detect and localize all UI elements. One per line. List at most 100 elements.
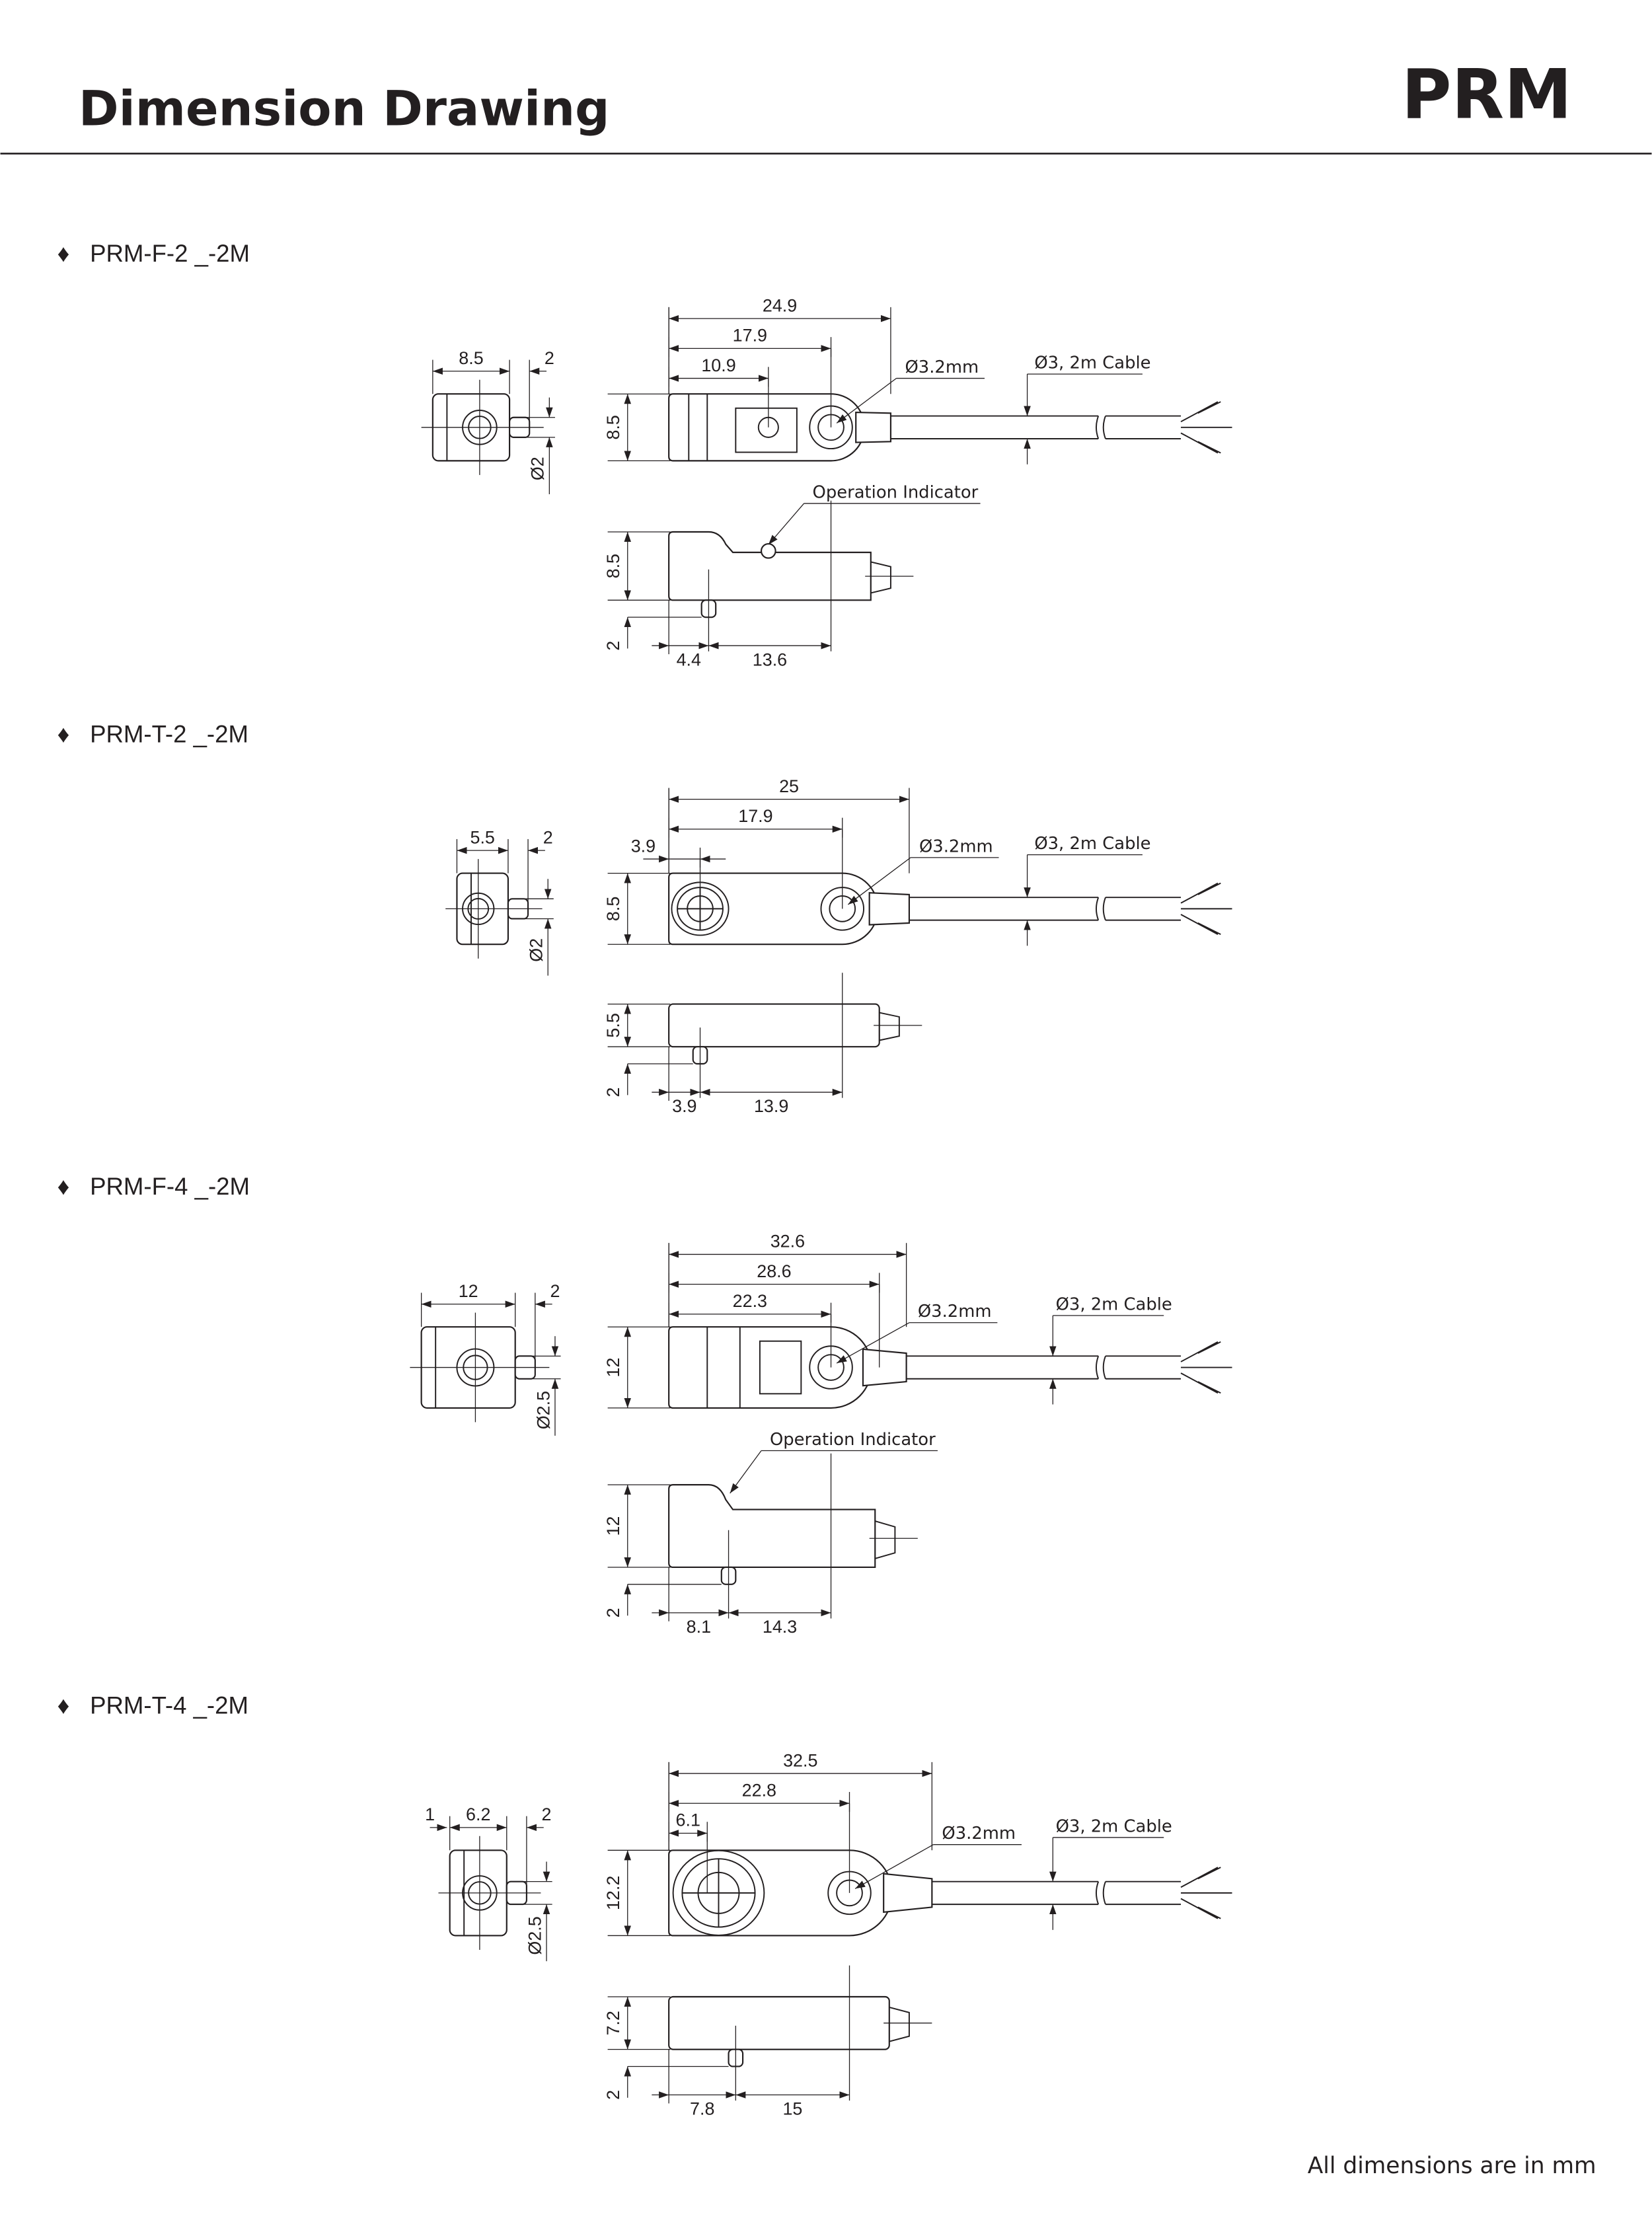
- sensor-body: [668, 393, 866, 462]
- dimension-value: Ø2: [527, 938, 546, 962]
- dimension-value: 2: [544, 348, 554, 368]
- side-body: [668, 1995, 890, 2050]
- bullet-diamond-icon: ♦: [57, 1173, 70, 1200]
- cable: [932, 1880, 1182, 1906]
- cable-wires: [1180, 401, 1232, 454]
- dimension-value: 17.9: [738, 806, 772, 826]
- dimension-value: 12: [459, 1281, 478, 1301]
- dimension-value: 14.3: [763, 1617, 797, 1637]
- indicator-window: [735, 407, 798, 453]
- side-body: [668, 531, 872, 601]
- dimension-value: Ø2: [528, 457, 548, 480]
- cable-wires: [1180, 882, 1232, 936]
- strain-relief: [862, 1348, 907, 1387]
- cable-nose: [870, 561, 891, 594]
- dimension-value: 22.3: [733, 1291, 767, 1311]
- dimension-arrow: [847, 857, 911, 905]
- strain-relief: [868, 892, 910, 926]
- cable-spec-label: Ø3, 2m Cable: [1056, 1294, 1172, 1314]
- side-view: 7.2 2 7.8 15: [603, 1965, 932, 2119]
- section-title: PRM-F-2 _-2M: [90, 240, 250, 267]
- dimension-value: 5.5: [470, 827, 494, 847]
- cable-spec-label: Ø3, 2m Cable: [1034, 834, 1150, 854]
- dimension-value: 8.5: [603, 897, 623, 921]
- model-name: PRM: [1402, 56, 1572, 135]
- dimension-value: 2: [543, 827, 553, 847]
- dimension-value: 22.8: [742, 1781, 776, 1801]
- cable-nose: [879, 1012, 900, 1041]
- bullet-diamond-icon: ♦: [57, 721, 70, 748]
- dimension-value: 2: [603, 1088, 623, 1097]
- sensor-body: [668, 1849, 893, 1937]
- dimension-value: 12.2: [603, 1876, 623, 1910]
- dimension-value: 4.4: [677, 650, 701, 669]
- cable-spec-label: Ø3, 2m Cable: [1056, 1816, 1172, 1836]
- hole-diameter-label: Ø3.2mm: [942, 1824, 1016, 1843]
- cable: [909, 897, 1182, 921]
- hole-diameter-label: Ø3.2mm: [918, 1302, 992, 1321]
- end-view: 6.2 2 1Ø2.5: [425, 1804, 552, 1962]
- dimension-value: 28.6: [757, 1261, 791, 1281]
- top-view: 32.5 22.8 6.1 12.2 Ø3.2mm Ø3, 2m Cable: [603, 1750, 1232, 1937]
- dimension-value: 15: [782, 2099, 802, 2119]
- dimension-value: 1: [425, 1804, 435, 1824]
- end-view: 8.5 2Ø2: [421, 348, 555, 494]
- dimension-value: 8.5: [459, 348, 483, 368]
- cable-wires: [1180, 1867, 1232, 1919]
- hole-diameter-label: Ø3.2mm: [919, 836, 993, 856]
- dimension-arrow: [768, 503, 805, 545]
- dimension-arrow: [836, 1322, 910, 1364]
- side-view: 12 2 8.1 14.3 Operation Indicator: [603, 1430, 938, 1637]
- dimension-value: 2: [550, 1281, 560, 1301]
- hole-diameter-label: Ø3.2mm: [905, 357, 979, 377]
- page-title: Dimension Drawing: [79, 81, 610, 137]
- dimension-value: 24.9: [763, 295, 797, 315]
- dimension-value: 8.5: [603, 554, 623, 578]
- dimension-value: 25: [779, 776, 799, 796]
- dimension-value: 3.9: [672, 1096, 696, 1116]
- dimension-value: 2: [603, 641, 623, 651]
- cable: [890, 415, 1182, 439]
- side-body: [668, 1484, 876, 1569]
- side-view: 8.5 2 4.4 13.6 Operation Indicator: [603, 482, 981, 669]
- dimension-arrow: [730, 1450, 762, 1494]
- dimension-value: 17.9: [733, 326, 767, 346]
- dimension-value: 7.8: [690, 2099, 714, 2119]
- dimension-arrow: [854, 1844, 934, 1889]
- dimension-value: Ø2.5: [525, 1916, 544, 1954]
- dimension-arrow: [836, 378, 897, 424]
- cable-nose: [889, 2006, 910, 2042]
- dimension-value: 7.2: [603, 2011, 623, 2035]
- bullet-diamond-icon: ♦: [57, 240, 70, 267]
- dimension-value: 13.6: [753, 650, 787, 669]
- dimension-value: 8.1: [687, 1617, 711, 1637]
- cable-wires: [1180, 1341, 1232, 1394]
- end-view: 12 2Ø2.5: [410, 1281, 561, 1436]
- dimension-value: Ø2.5: [533, 1391, 553, 1429]
- dimension-value: 32.5: [783, 1750, 817, 1770]
- operation-indicator-label: Operation Indicator: [770, 1430, 936, 1450]
- end-view: 5.5 2Ø2: [445, 827, 554, 976]
- section-title: PRM-F-4 _-2M: [90, 1173, 250, 1200]
- operation-indicator-label: Operation Indicator: [813, 482, 979, 502]
- cable: [906, 1355, 1182, 1380]
- indicator-window: [759, 1340, 802, 1395]
- dimension-value: 2: [603, 1608, 623, 1617]
- dimension-value: 6.2: [466, 1804, 490, 1824]
- operation-indicator-lamp: [760, 543, 776, 559]
- dimension-value: 2: [603, 2090, 623, 2100]
- dimension-value: 12: [603, 1358, 623, 1378]
- bullet-diamond-icon: ♦: [57, 1692, 70, 1719]
- dimension-value: 12: [603, 1516, 623, 1536]
- dimension-value: 13.9: [754, 1096, 788, 1116]
- dimension-value: 6.1: [676, 1810, 700, 1830]
- sensor-body: [668, 1326, 872, 1409]
- section-title: PRM-T-2 _-2M: [90, 721, 248, 748]
- dimension-value: 2: [542, 1804, 552, 1824]
